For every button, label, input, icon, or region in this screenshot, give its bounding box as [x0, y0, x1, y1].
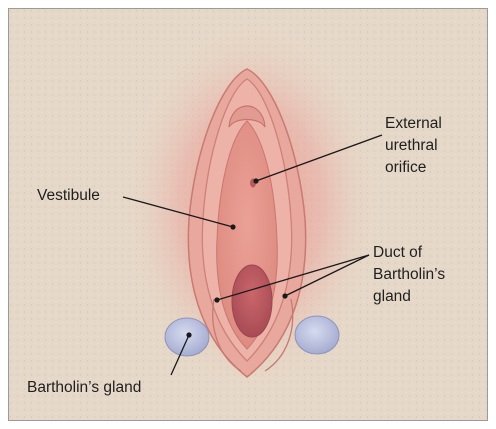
- pointer-bartholins-gland: [186, 332, 191, 337]
- pointer-vestibule: [230, 224, 235, 229]
- vaginal-introitus: [232, 265, 272, 337]
- label-vestibule: Vestibule: [37, 187, 100, 204]
- bartholins-gland-right: [295, 316, 339, 354]
- pointer-duct-left: [214, 297, 219, 302]
- bartholins-gland-left: [165, 318, 209, 356]
- illustration-frame: External urethral orifice Vestibule Duct…: [8, 8, 488, 421]
- pointer-urethral: [253, 178, 258, 183]
- label-bartholins-gland: Bartholin’s gland: [27, 379, 141, 396]
- anatomy-illustration: External urethral orifice Vestibule Duct…: [9, 9, 487, 420]
- pointer-duct-right: [282, 293, 287, 298]
